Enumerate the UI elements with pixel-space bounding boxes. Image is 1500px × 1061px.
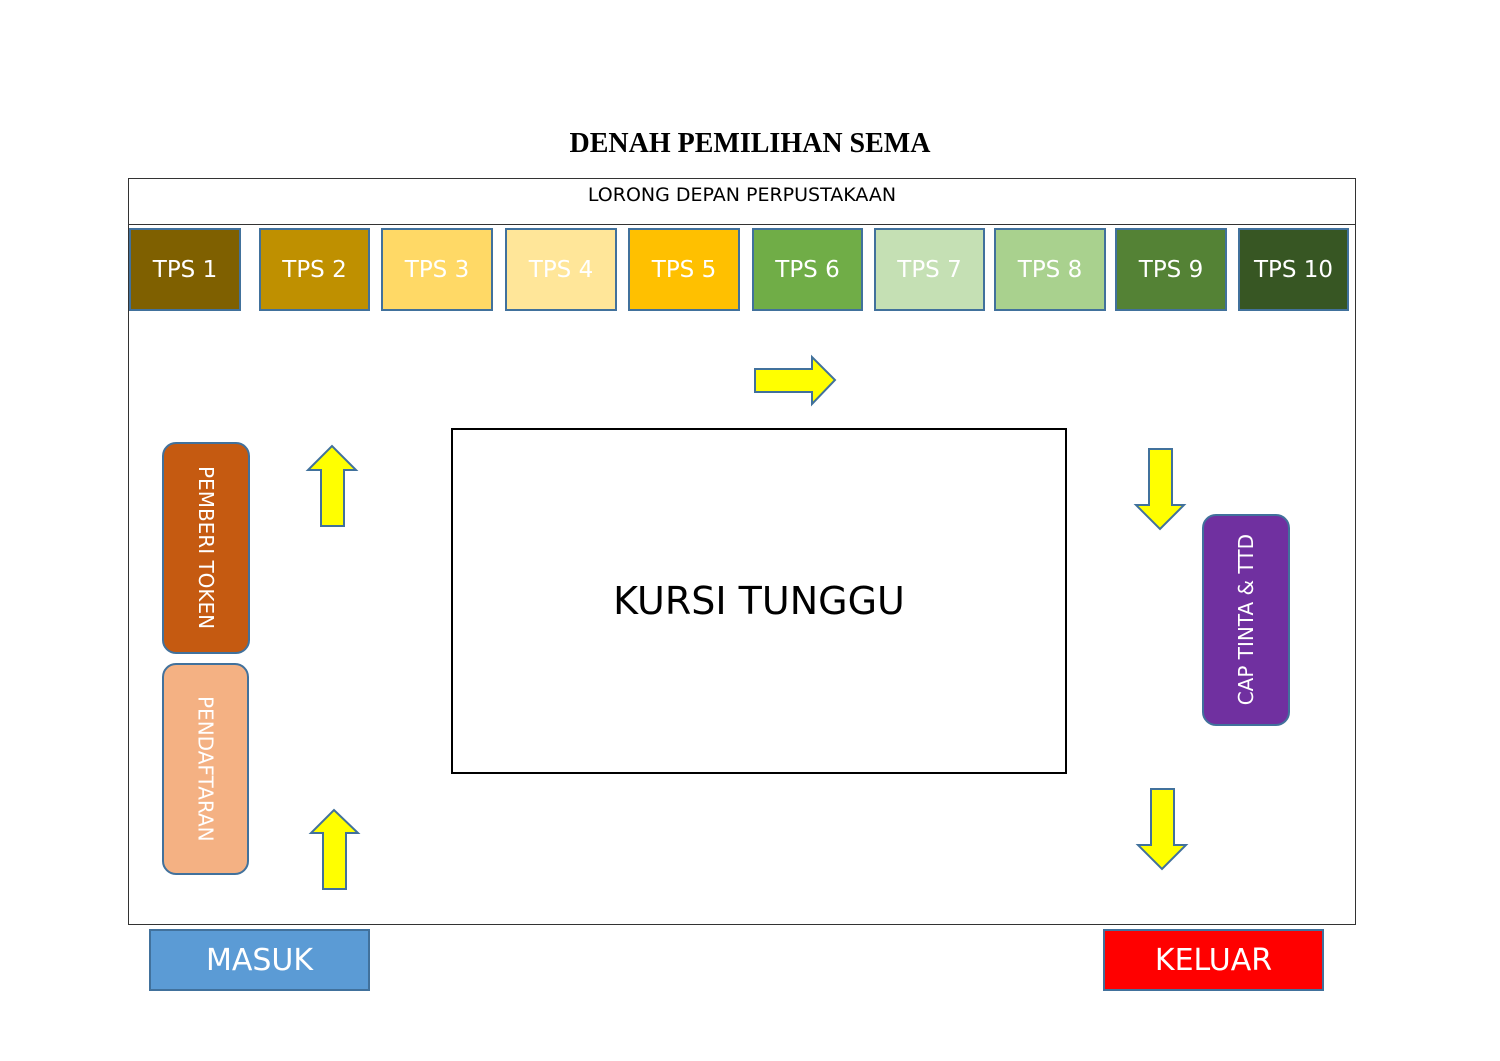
arrow-up-icon [308, 808, 361, 890]
tps-label: TPS 1 [152, 256, 218, 283]
tps-10: TPS 10 [1238, 228, 1349, 311]
registration-station: PENDAFTARAN [162, 663, 249, 875]
arrow-down-icon [1133, 448, 1187, 531]
tps-label: TPS 5 [651, 256, 717, 283]
token-station-label: PEMBERI TOKEN [194, 466, 218, 630]
entrance: MASUK [149, 929, 370, 991]
tps-label: TPS 10 [1253, 256, 1334, 283]
tps-4: TPS 4 [505, 228, 617, 311]
tps-label: TPS 3 [404, 256, 470, 283]
tps-8: TPS 8 [994, 228, 1106, 311]
tps-label: TPS 2 [282, 256, 347, 283]
entrance-label: MASUK [205, 942, 314, 978]
tps-label: TPS 6 [775, 256, 840, 283]
diagram-title: DENAH PEMILIHAN SEMA [569, 128, 931, 159]
tps-7: TPS 7 [874, 228, 985, 311]
arrow-right-icon [754, 354, 837, 407]
arrow-down-icon [1135, 788, 1189, 871]
tps-1: TPS 1 [129, 228, 241, 311]
tps-5: TPS 5 [628, 228, 740, 311]
exit: KELUAR [1103, 929, 1324, 991]
tps-label: TPS 7 [897, 256, 962, 283]
token-station: PEMBERI TOKEN [162, 442, 250, 654]
arrow-up-icon [305, 444, 359, 527]
registration-station-label: PENDAFTARAN [193, 696, 218, 842]
tps-3: TPS 3 [381, 228, 493, 311]
tps-6: TPS 6 [752, 228, 863, 311]
exit-label: KELUAR [1154, 942, 1273, 978]
waiting-area-label: KURSI TUNGGU [613, 579, 905, 623]
tps-label: TPS 9 [1138, 256, 1204, 283]
ink-signature-station: CAP TINTA & TTD [1202, 514, 1290, 726]
waiting-area: KURSI TUNGGU [451, 428, 1067, 774]
tps-9: TPS 9 [1115, 228, 1227, 311]
tps-label: TPS 8 [1017, 256, 1083, 283]
tps-label: TPS 4 [528, 256, 594, 283]
tps-2: TPS 2 [259, 228, 370, 311]
corridor-label: LORONG DEPAN PERPUSTAKAAN [128, 178, 1356, 225]
